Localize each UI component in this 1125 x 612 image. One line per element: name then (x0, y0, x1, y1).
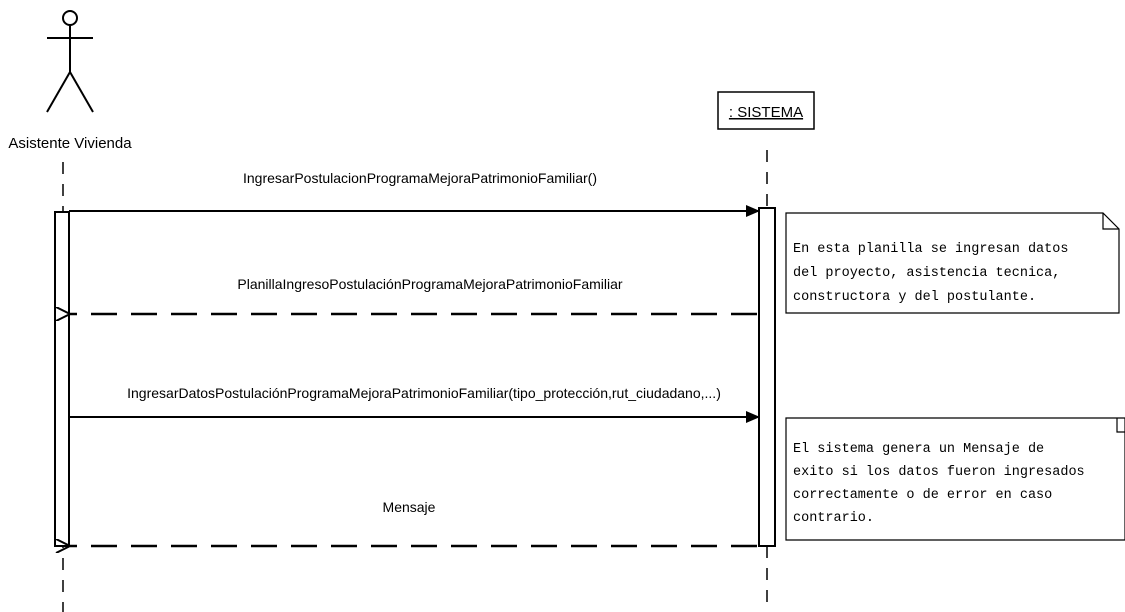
note-2-line-2: exito si los datos fueron ingresados (793, 465, 1085, 480)
note-1: En esta planilla se ingresan datos del p… (785, 212, 1120, 314)
system-object: : SISTEMA (717, 91, 815, 130)
message-2-label: PlanillaIngresoPostulaciónProgramaMejora… (237, 276, 623, 292)
note-2: El sistema genera un Mensaje de exito si… (785, 417, 1125, 541)
message-3-label: IngresarDatosPostulaciónProgramaMejoraPa… (127, 385, 721, 401)
actor-activation-bar (54, 211, 70, 547)
message-4-label: Mensaje (383, 499, 436, 515)
note-1-line-1: En esta planilla se ingresan datos (793, 242, 1068, 257)
note-1-line-2: del proyecto, asistencia tecnica, (793, 266, 1060, 281)
note-2-line-1: El sistema genera un Mensaje de (793, 442, 1044, 457)
actor-name: Asistente Vivienda (8, 135, 132, 152)
stick-figure-icon (46, 10, 94, 113)
note-2-line-4: contrario. (793, 511, 874, 526)
message-1-label: IngresarPostulacionProgramaMejoraPatrimo… (243, 170, 597, 186)
system-activation-bar (758, 207, 776, 547)
note-2-line-3: correctamente o de error en caso (793, 488, 1052, 503)
note-1-line-3: constructora y del postulante. (793, 290, 1036, 305)
system-object-name: : SISTEMA (729, 104, 803, 121)
